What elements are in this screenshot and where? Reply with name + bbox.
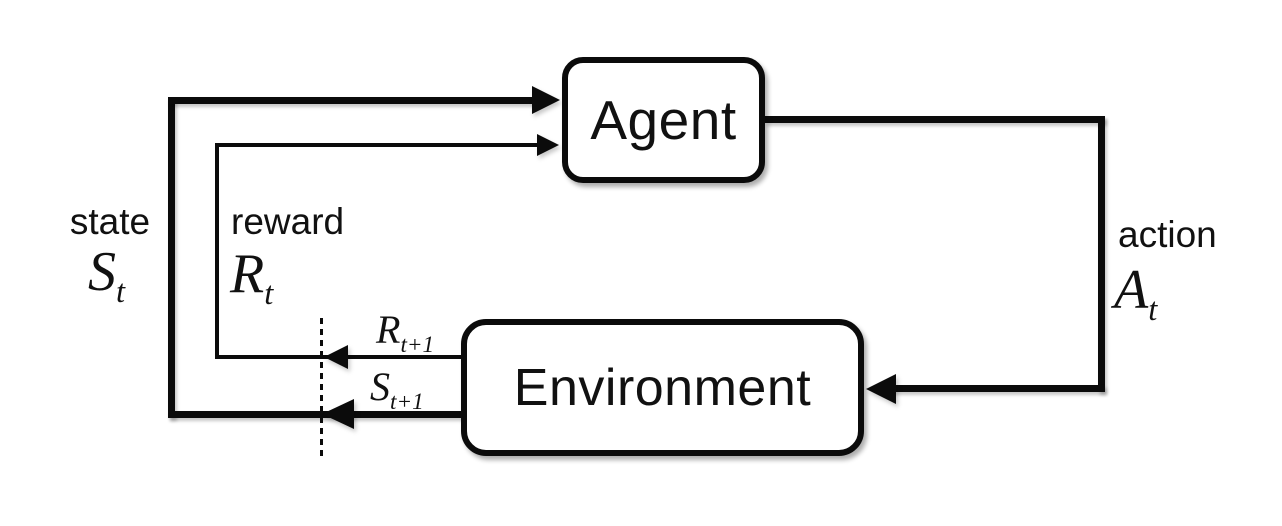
timestep-boundary-dashed-line	[320, 318, 323, 460]
action-loop-vertical-line	[1098, 116, 1105, 392]
action-symbol-main: A	[1114, 259, 1149, 321]
reward-symbol-main: R	[230, 243, 265, 305]
next-state-symbol-label: St+1	[370, 367, 424, 414]
action-symbol-label: At	[1114, 262, 1157, 327]
state-symbol-main: S	[88, 241, 116, 303]
action-symbol-subscript: t	[1148, 292, 1158, 329]
action-word-label: action	[1118, 214, 1217, 255]
reward-arrowhead-into-agent-icon	[537, 134, 559, 156]
environment-node: Environment	[461, 319, 864, 456]
next-state-line	[168, 411, 465, 418]
action-to-environment-line	[890, 385, 1105, 392]
next-state-symbol-subscript: t+1	[390, 389, 424, 415]
next-reward-arrowhead-icon	[324, 345, 348, 369]
agent-action-line-top	[765, 116, 1105, 123]
state-loop-vertical-line	[168, 97, 175, 418]
reward-to-agent-line	[215, 143, 541, 147]
reward-symbol-label: Rt	[230, 246, 273, 311]
next-state-arrowhead-icon	[322, 399, 354, 429]
next-reward-symbol-main: R	[376, 307, 401, 352]
reward-word-label: reward	[231, 201, 345, 242]
action-arrowhead-into-environment-icon	[866, 374, 896, 404]
state-symbol-label: St	[88, 244, 125, 309]
state-symbol-subscript: t	[116, 274, 126, 311]
next-reward-symbol-subscript: t+1	[400, 332, 435, 358]
environment-node-label: Environment	[513, 358, 812, 417]
agent-node: Agent	[562, 57, 765, 183]
state-to-agent-line	[168, 97, 538, 104]
reward-loop-vertical-line	[215, 143, 219, 358]
agent-node-label: Agent	[590, 88, 737, 151]
reward-symbol-subscript: t	[264, 276, 274, 313]
next-reward-symbol-label: Rt+1	[376, 310, 434, 357]
state-arrowhead-into-agent-icon	[532, 86, 560, 114]
next-state-symbol-main: S	[370, 364, 390, 409]
state-word-label: state	[69, 201, 151, 242]
